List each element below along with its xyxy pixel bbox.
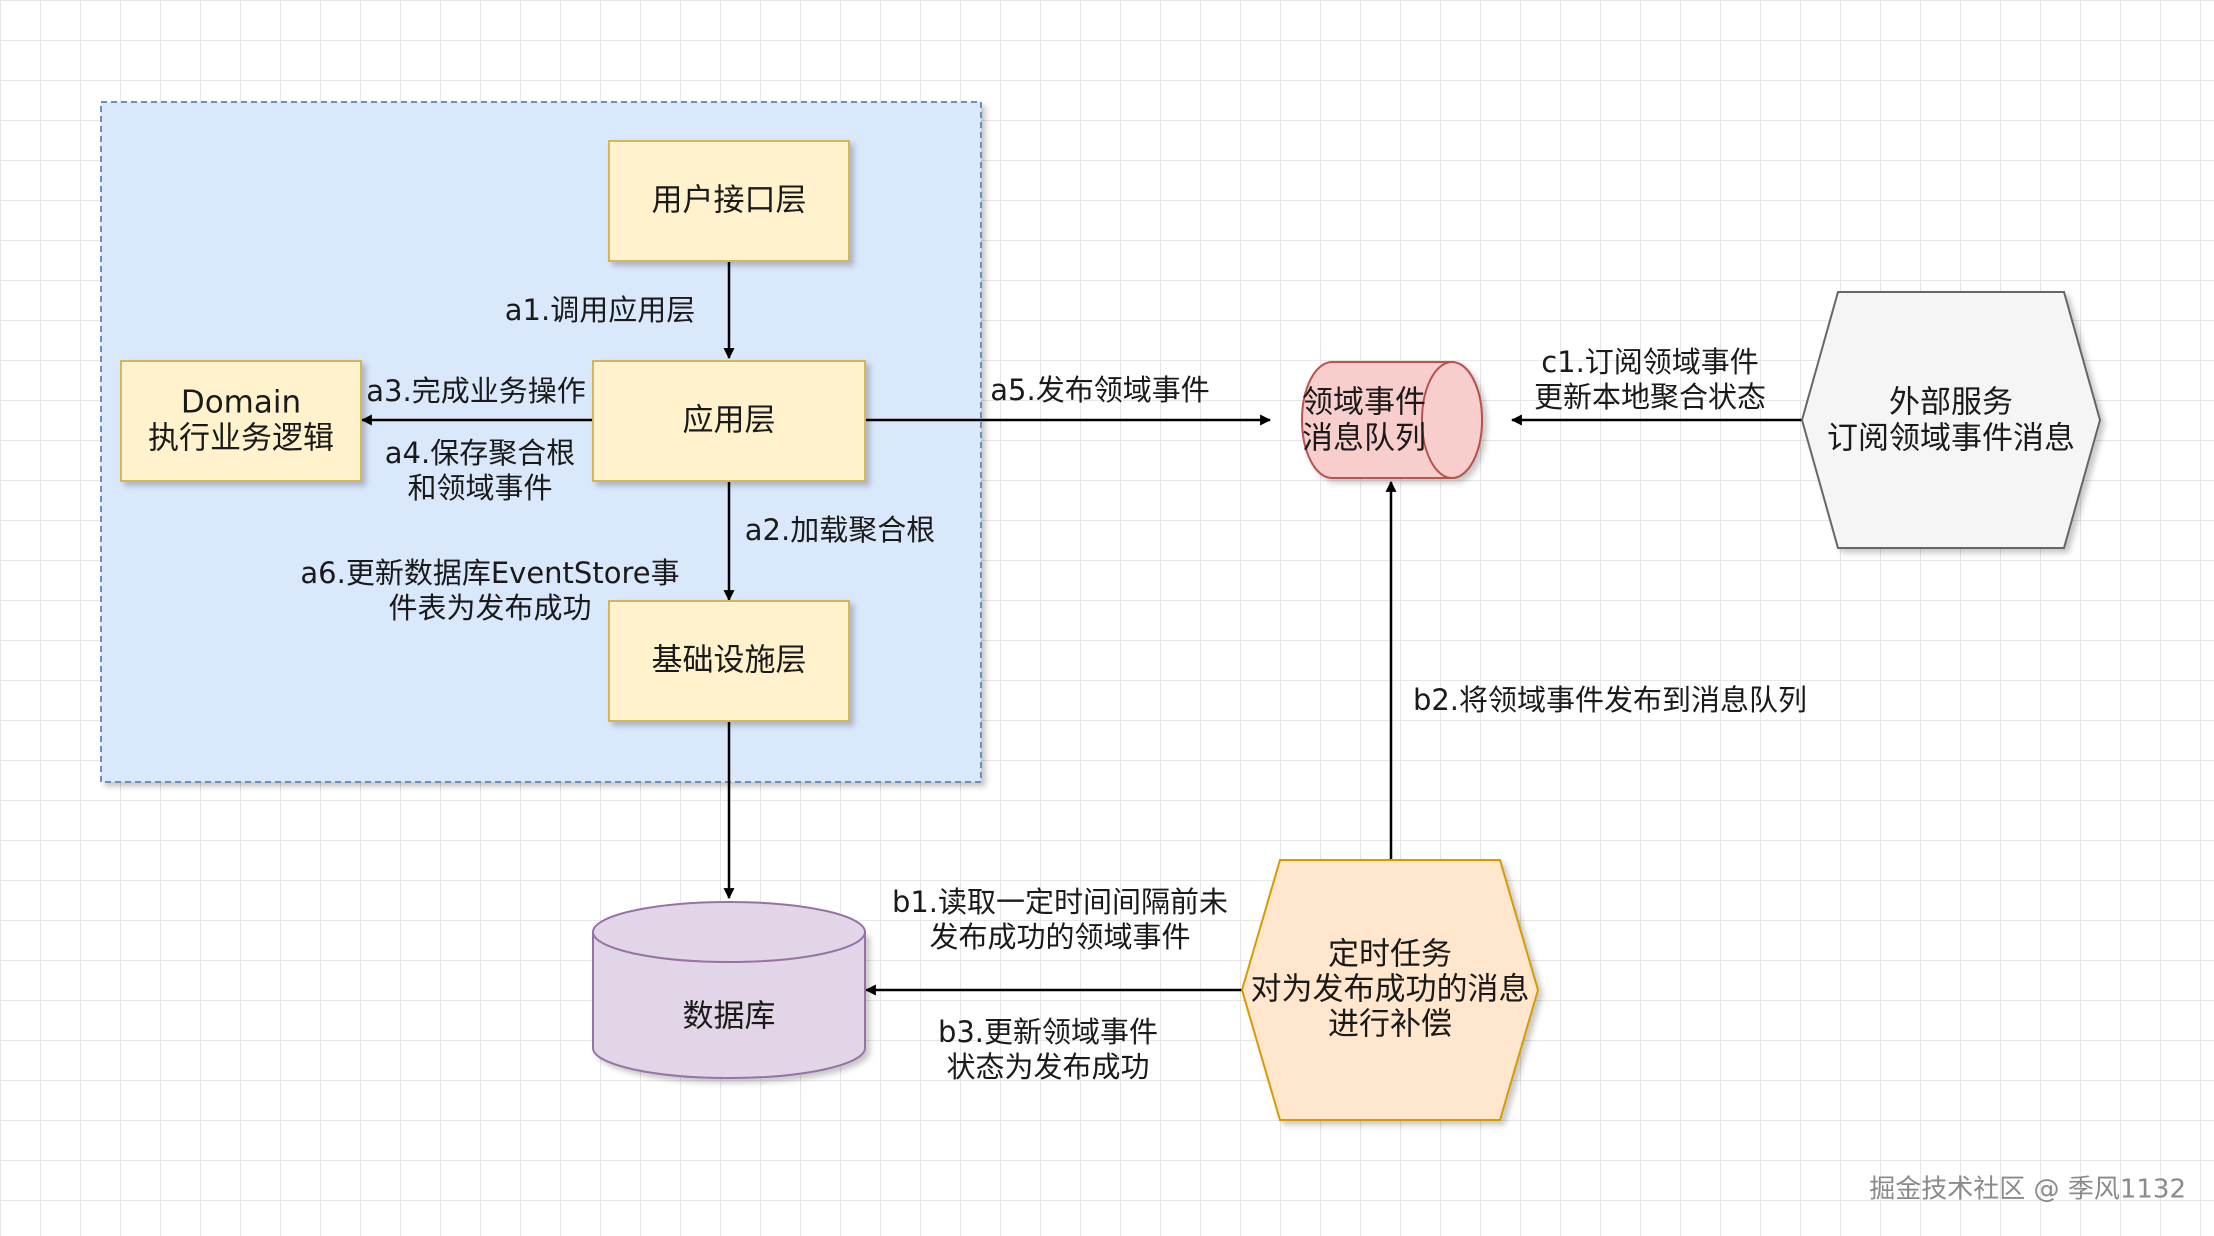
edge-c1-label-line2: 更新本地聚合状态 (1534, 380, 1766, 414)
node-domain[interactable]: Domain 执行业务逻辑 (120, 360, 362, 482)
node-database[interactable]: 数据库 (592, 901, 866, 1079)
edge-a6-label-line2: 件表为发布成功 (388, 591, 591, 625)
node-scheduled-task[interactable]: 定时任务 对为发布成功的消息 进行补偿 (1240, 859, 1540, 1121)
edge-a3-label: a3.完成业务操作 (366, 374, 585, 408)
node-scheduled-task-label-line1: 定时任务 (1328, 937, 1452, 973)
edge-a6-label-line1: a6.更新数据库EventStore事 (300, 556, 679, 590)
edge-a1-label: a1.调用应用层 (505, 293, 695, 327)
edges (360, 262, 1803, 996)
edge-b1-label-line2: 发布成功的领域事件 (929, 920, 1190, 954)
edge-a4-label-line2: 和领域事件 (407, 471, 552, 505)
node-message-queue-label-line2: 消息队列 (1302, 421, 1426, 457)
node-application-layer[interactable]: 应用层 (592, 360, 866, 482)
edge-a4-label-line1: a4.保存聚合根 (385, 436, 575, 470)
node-user-interface-layer[interactable]: 用户接口层 (608, 140, 850, 262)
node-infrastructure-layer[interactable]: 基础设施层 (608, 600, 850, 722)
edge-labels: a1.调用应用层 a2.加载聚合根 a3.完成业务操作 a4.保存聚合根 和领域… (300, 293, 1807, 1084)
edge-b3-label-line2: 状态为发布成功 (946, 1050, 1149, 1084)
node-external-service-label-line2: 订阅领域事件消息 (1827, 421, 2075, 457)
node-message-queue[interactable]: 领域事件 消息队列 (1301, 361, 1483, 479)
node-domain-label-line2: 执行业务逻辑 (148, 421, 334, 457)
watermark-text: 掘金技术社区 @ 季风1132 (1869, 1175, 2186, 1205)
node-external-service-label-line1: 外部服务 (1889, 385, 2013, 421)
node-scheduled-task-label-line2: 对为发布成功的消息 (1251, 972, 1530, 1008)
edge-b3-label-line1: b3.更新领域事件 (938, 1015, 1158, 1049)
node-user-interface-layer-label: 用户接口层 (652, 183, 807, 219)
edge-c1-label-line1: c1.订阅领域事件 (1541, 345, 1759, 379)
edge-a5-label: a5.发布领域事件 (990, 373, 1209, 407)
edge-b2-label: b2.将领域事件发布到消息队列 (1413, 683, 1807, 717)
node-scheduled-task-label-line3: 进行补偿 (1328, 1007, 1452, 1043)
node-database-label: 数据库 (683, 999, 776, 1035)
edge-b1-label-line1: b1.读取一定时间间隔前未 (892, 885, 1228, 919)
node-external-service[interactable]: 外部服务 订阅领域事件消息 (1800, 291, 2102, 549)
node-infrastructure-layer-label: 基础设施层 (652, 643, 807, 679)
node-application-layer-label: 应用层 (683, 403, 776, 439)
node-message-queue-label-line1: 领域事件 (1302, 385, 1426, 421)
node-domain-label-line1: Domain (181, 385, 301, 421)
edge-a2-label: a2.加载聚合根 (745, 513, 935, 547)
